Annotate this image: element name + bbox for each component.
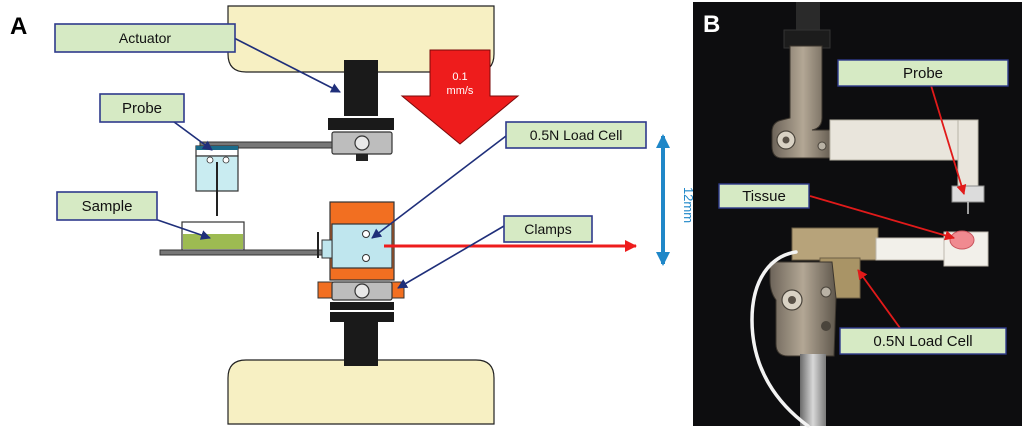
lower-flange-b <box>330 312 394 322</box>
panel-a-letter: A <box>10 13 27 40</box>
load-cell-leader <box>371 135 507 239</box>
photo-probe-label: Probe <box>837 59 1009 87</box>
photo-probe-arm <box>829 119 979 161</box>
probe-dot-right <box>222 156 230 164</box>
actuator-leader <box>233 37 341 93</box>
clamps-leader <box>397 225 505 289</box>
actuator-label: Actuator <box>54 23 236 53</box>
photo-tissue-leader <box>809 195 955 241</box>
photo-upper-bracket <box>771 45 835 159</box>
photo-clamp-bar <box>875 237 951 261</box>
load-cell-screw-top <box>362 230 370 238</box>
sample-label-text: Sample <box>82 198 133 215</box>
upper-flange <box>328 118 394 130</box>
load-cell-side-nub <box>321 239 333 259</box>
probe-label-text: Probe <box>122 100 162 117</box>
photo-tissue-label-text: Tissue <box>742 188 786 205</box>
probe-dot-left <box>206 156 214 164</box>
load-cell-screw-bottom <box>362 254 370 262</box>
photo-load-cell-plate <box>791 227 879 261</box>
clamps-label-text: Clamps <box>524 221 571 237</box>
lower-grip-bolt <box>354 283 370 299</box>
speed-arrow: 0.1 mm/s <box>400 49 520 145</box>
panel-a: A <box>10 5 696 425</box>
photo-probe-tip <box>951 185 985 203</box>
load-cell-label-text: 0.5N Load Cell <box>530 127 623 143</box>
photo-cable <box>750 250 810 428</box>
panel-b-letter: B <box>703 11 720 38</box>
photo-tissue <box>949 230 975 250</box>
photo-probe-leader <box>929 81 967 195</box>
sample-tissue <box>183 234 243 249</box>
bottom-base <box>227 359 495 425</box>
panel-b: B Probe <box>693 2 1022 428</box>
upper-column <box>344 60 378 116</box>
photo-upper-pin <box>817 141 827 151</box>
load-cell-label: 0.5N Load Cell <box>505 121 647 149</box>
photo-tissue-label: Tissue <box>718 183 810 209</box>
speed-label-line2: mm/s <box>447 85 474 97</box>
sample-label: Sample <box>56 191 158 221</box>
photo-lower-bracket <box>769 261 837 357</box>
photo-lower-hole <box>821 321 831 331</box>
photo-lower-pin <box>820 286 832 298</box>
photo-support-rod <box>800 354 826 426</box>
photo-load-cell-label: 0.5N Load Cell <box>839 327 1007 355</box>
clamps-label: Clamps <box>503 215 593 243</box>
probe-arm <box>199 141 333 149</box>
actuator-label-text: Actuator <box>119 30 171 46</box>
upper-grip-stem <box>356 154 368 161</box>
sample-platform <box>159 249 325 256</box>
photo-upper-screw-hole <box>782 136 790 144</box>
photo-top-block <box>783 29 831 49</box>
photo-lower-screw-hole <box>788 296 796 304</box>
lower-flange-a <box>330 302 394 310</box>
photo-load-cell-leader <box>857 269 901 329</box>
travel-arrow: 12mm <box>656 134 696 266</box>
travel-label: 12mm <box>681 187 696 223</box>
upper-grip-bolt <box>354 135 370 151</box>
lower-column <box>344 322 378 366</box>
probe-label: Probe <box>99 93 185 123</box>
speed-label-line1: 0.1 <box>452 71 467 83</box>
photo-probe-label-text: Probe <box>903 65 943 82</box>
photo-load-cell-label-text: 0.5N Load Cell <box>873 333 972 350</box>
probe-head-band <box>196 146 238 150</box>
